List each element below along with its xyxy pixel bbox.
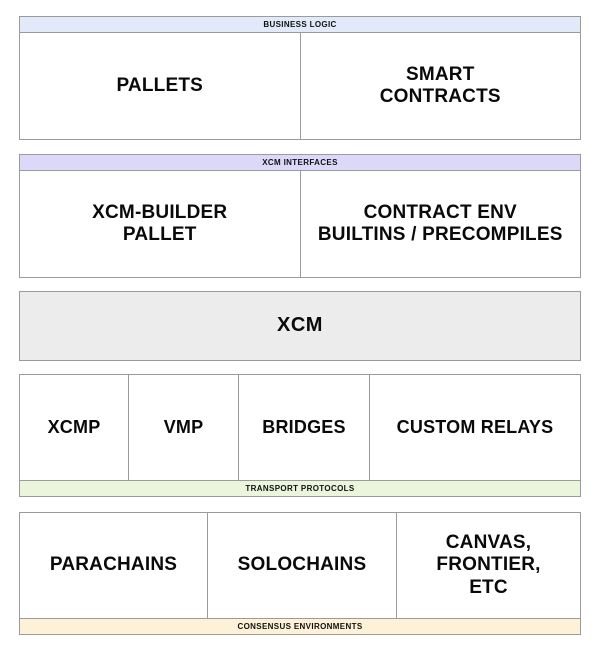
- cell-contract-env-builtins-precompiles[interactable]: CONTRACT ENV BUILTINS / PRECOMPILES: [299, 171, 580, 277]
- cell-custom-relays[interactable]: CUSTOM RELAYS: [369, 375, 580, 480]
- cell-label-vmp: VMP: [163, 416, 204, 437]
- band-label-consensus-environments: CONSENSUS ENVIRONMENTS: [20, 618, 580, 634]
- cell-label-solochains: SOLOCHAINS: [237, 554, 367, 576]
- cell-row-transport-protocols: XCMP VMP BRIDGES CUSTOM RELAYS: [20, 375, 580, 480]
- cell-label-smart-contracts: SMART CONTRACTS: [379, 63, 501, 107]
- cell-vmp[interactable]: VMP: [128, 375, 238, 480]
- cell-solochains[interactable]: SOLOCHAINS: [207, 513, 396, 618]
- cell-row-consensus-environments: PARACHAINS SOLOCHAINS CANVAS, FRONTIER, …: [20, 513, 580, 618]
- band-label-transport-protocols: TRANSPORT PROTOCOLS: [20, 480, 580, 496]
- cell-label-pallets: PALLETS: [116, 74, 204, 96]
- cell-xcm[interactable]: XCM: [20, 292, 580, 360]
- band-label-business-logic: BUSINESS LOGIC: [20, 17, 580, 33]
- band-label-xcm-interfaces: XCM INTERFACES: [20, 155, 580, 171]
- layer-consensus-environments: PARACHAINS SOLOCHAINS CANVAS, FRONTIER, …: [19, 512, 581, 635]
- cell-row-xcm-interfaces: XCM-BUILDER PALLET CONTRACT ENV BUILTINS…: [20, 171, 580, 277]
- cell-canvas-frontier-etc[interactable]: CANVAS, FRONTIER, ETC: [396, 513, 580, 618]
- cell-label-custom-relays: CUSTOM RELAYS: [396, 416, 554, 437]
- cell-row-business-logic: PALLETS SMART CONTRACTS: [20, 33, 580, 139]
- cell-label-canvas-frontier-etc: CANVAS, FRONTIER, ETC: [436, 531, 541, 598]
- cell-label-parachains: PARACHAINS: [49, 554, 178, 576]
- layer-xcm: XCM: [19, 291, 581, 361]
- cell-label-contract-env-builtins-precompiles: CONTRACT ENV BUILTINS / PRECOMPILES: [317, 201, 563, 245]
- cell-smart-contracts[interactable]: SMART CONTRACTS: [299, 33, 580, 139]
- cell-label-xcm-builder-pallet: XCM-BUILDER PALLET: [92, 201, 228, 245]
- cell-xcm-builder-pallet[interactable]: XCM-BUILDER PALLET: [20, 171, 300, 277]
- architecture-diagram: BUSINESS LOGIC PALLETS SMART CONTRACTS X…: [19, 0, 581, 656]
- cell-bridges[interactable]: BRIDGES: [238, 375, 369, 480]
- cell-row-xcm: XCM: [20, 292, 580, 360]
- layer-xcm-interfaces: XCM INTERFACES XCM-BUILDER PALLET CONTRA…: [19, 154, 581, 278]
- layer-business-logic: BUSINESS LOGIC PALLETS SMART CONTRACTS: [19, 16, 581, 140]
- layer-transport-protocols: XCMP VMP BRIDGES CUSTOM RELAYS TRANSPORT…: [19, 374, 581, 497]
- cell-pallets[interactable]: PALLETS: [20, 33, 300, 139]
- cell-label-bridges: BRIDGES: [262, 416, 346, 437]
- cell-label-xcmp: XCMP: [47, 416, 101, 437]
- cell-label-xcm: XCM: [277, 314, 323, 337]
- cell-xcmp[interactable]: XCMP: [20, 375, 128, 480]
- cell-parachains[interactable]: PARACHAINS: [20, 513, 207, 618]
